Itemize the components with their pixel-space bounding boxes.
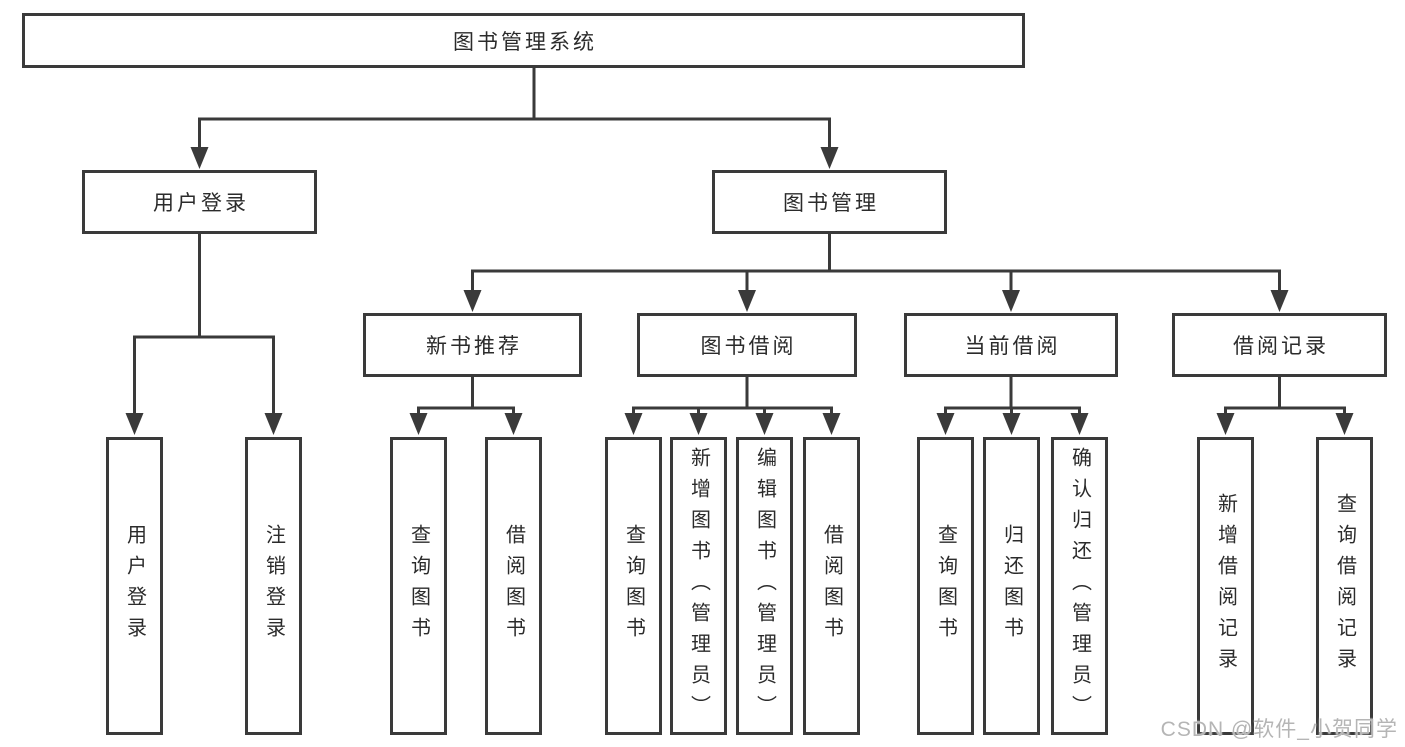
leaf-borrow-books-borrowing-label: 借阅图书 xyxy=(820,524,843,648)
node-library-management-system-label: 图书管理系统 xyxy=(453,30,597,54)
leaf-user-login: 用户登录 xyxy=(106,437,163,735)
leaf-add-book-admin-label: 新增图书（管理员） xyxy=(687,446,710,726)
node-new-book-recommendation-label: 新书推荐 xyxy=(426,335,522,358)
leaf-add-book-admin: 新增图书（管理员） xyxy=(670,437,727,735)
leaf-confirm-return-admin-label: 确认归还（管理员） xyxy=(1068,446,1091,726)
leaf-edit-book-admin: 编辑图书（管理员） xyxy=(736,437,793,735)
leaf-query-books-recommend: 查询图书 xyxy=(390,437,447,735)
leaf-borrow-books-borrowing: 借阅图书 xyxy=(803,437,860,735)
csdn-watermark: CSDN @软件_小贺同学 xyxy=(1160,718,1398,741)
leaf-logout-label: 注销登录 xyxy=(262,524,285,648)
leaf-query-books-borrowing-label: 查询图书 xyxy=(622,524,645,648)
node-book-management-label: 图书管理 xyxy=(783,192,879,215)
leaf-query-books-borrowing: 查询图书 xyxy=(605,437,662,735)
leaf-query-borrow-record-label: 查询借阅记录 xyxy=(1333,493,1356,679)
node-user-login: 用户登录 xyxy=(82,170,317,234)
node-library-management-system: 图书管理系统 xyxy=(22,13,1025,68)
leaf-query-books-recommend-label: 查询图书 xyxy=(407,524,430,648)
node-new-book-recommendation: 新书推荐 xyxy=(363,313,582,377)
leaf-query-books-current-label: 查询图书 xyxy=(934,524,957,648)
leaf-return-books: 归还图书 xyxy=(983,437,1040,735)
leaf-return-books-label: 归还图书 xyxy=(1000,524,1023,648)
leaf-query-borrow-record: 查询借阅记录 xyxy=(1316,437,1373,735)
leaf-edit-book-admin-label: 编辑图书（管理员） xyxy=(753,446,776,726)
leaf-user-login-label: 用户登录 xyxy=(123,524,146,648)
node-current-borrowing: 当前借阅 xyxy=(904,313,1118,377)
node-borrowing-records: 借阅记录 xyxy=(1172,313,1387,377)
leaf-logout: 注销登录 xyxy=(245,437,302,735)
leaf-borrow-books-recommend-label: 借阅图书 xyxy=(502,524,525,648)
node-book-management: 图书管理 xyxy=(712,170,947,234)
node-book-borrowing: 图书借阅 xyxy=(637,313,857,377)
node-current-borrowing-label: 当前借阅 xyxy=(964,335,1061,358)
leaf-add-borrow-record-label: 新增借阅记录 xyxy=(1214,493,1237,679)
leaf-borrow-books-recommend: 借阅图书 xyxy=(485,437,542,735)
node-user-login-label: 用户登录 xyxy=(153,192,249,215)
leaf-query-books-current: 查询图书 xyxy=(917,437,974,735)
node-book-borrowing-label: 图书借阅 xyxy=(700,335,797,358)
leaf-add-borrow-record: 新增借阅记录 xyxy=(1197,437,1254,735)
node-borrowing-records-label: 借阅记录 xyxy=(1233,335,1329,358)
leaf-confirm-return-admin: 确认归还（管理员） xyxy=(1051,437,1108,735)
